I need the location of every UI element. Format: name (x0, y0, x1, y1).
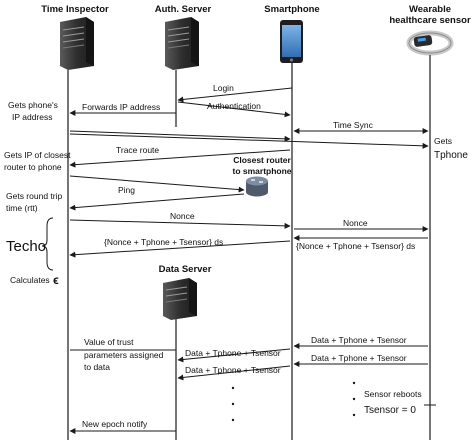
note-gets-rtt-2: time (rtt) (6, 203, 38, 213)
note-calculates: Calculates (10, 275, 50, 285)
server-icon (165, 17, 199, 70)
arrow-login (177, 87, 293, 103)
label-data-sensor-2: Data + Tphone + Tsensor (311, 353, 407, 363)
techo-brace (41, 217, 54, 271)
label-data-sensor-1: Data + Tphone + Tsensor (311, 335, 407, 345)
router-icon (246, 176, 268, 197)
actor-sensor-line2: healthcare sensor (389, 15, 471, 26)
arrow-nonce-phone (69, 219, 291, 229)
label-new-epoch: New epoch notify (82, 419, 148, 429)
label-forwards-ip: Forwards IP address (82, 102, 160, 112)
label-data-ds-2: Data + Tphone + Tsensor (185, 365, 281, 375)
note-gets-ip-router-2: router to phone (4, 162, 62, 172)
server-icon (60, 17, 94, 70)
server-icon (163, 278, 197, 320)
smartphone-icon (280, 20, 303, 63)
label-response-right: {Nonce + Tphone + Tsensor} ds (296, 241, 415, 251)
label-authentication: Authentication (207, 101, 261, 111)
arrow-data-ds-1 (177, 348, 291, 363)
actor-data-server: Data Server (159, 264, 212, 275)
wristband-icon (406, 30, 454, 56)
note-gets-phone-ip-2: IP address (12, 112, 52, 122)
note-gets-tphone-1: Gets (434, 136, 452, 146)
arrow-response-inspector (69, 240, 291, 258)
label-nonce-right: Nonce (343, 218, 368, 228)
actor-auth-server: Auth. Server (155, 4, 212, 15)
actor-sensor-line1: Wearable (409, 4, 451, 15)
note-techo: Techo (6, 238, 46, 255)
label-data-ds-1: Data + Tphone + Tsensor (185, 348, 281, 358)
arrow-ping-back (69, 193, 245, 211)
note-gets-phone-ip-1: Gets phone's (8, 100, 58, 110)
router-label-line2: to smartphone (232, 166, 291, 176)
note-gets-ip-router-1: Gets IP of closest (4, 150, 71, 160)
note-gets-tphone-2: Tphone (434, 150, 468, 161)
router-label-line1: Closest router (233, 155, 291, 165)
note-trust-2: parameters assigned (84, 350, 164, 360)
arrow-ping-out (69, 175, 245, 193)
note-sensor-reboots: Sensor reboots (364, 389, 422, 399)
note-gets-rtt-1: Gets round trip (6, 191, 62, 201)
continuation-dots (231, 381, 356, 422)
note-trust-1: Value of trust (84, 337, 134, 347)
label-ping: Ping (118, 185, 135, 195)
label-response-left: {Nonce + Tphone + Tsensor} ds (104, 237, 223, 247)
label-time-sync: Time Sync (333, 120, 374, 130)
note-trust-3: to data (84, 362, 110, 372)
arrow-inspector-to-phone (69, 130, 291, 142)
label-trace-route: Trace route (116, 145, 159, 155)
arrow-data-ds-2 (177, 365, 291, 381)
label-login: Login (213, 83, 234, 93)
actor-smartphone: Smartphone (264, 4, 319, 15)
actor-time-inspector: Time Inspector (41, 4, 109, 15)
arrow-inspector-to-sensor (69, 133, 429, 149)
arrow-trace-route (69, 149, 291, 168)
note-tsensor-zero: Tsensor = 0 (364, 405, 416, 416)
arrow-authentication (177, 101, 291, 118)
label-nonce-left: Nonce (170, 211, 195, 221)
note-epsilon: ϵ (53, 273, 59, 287)
